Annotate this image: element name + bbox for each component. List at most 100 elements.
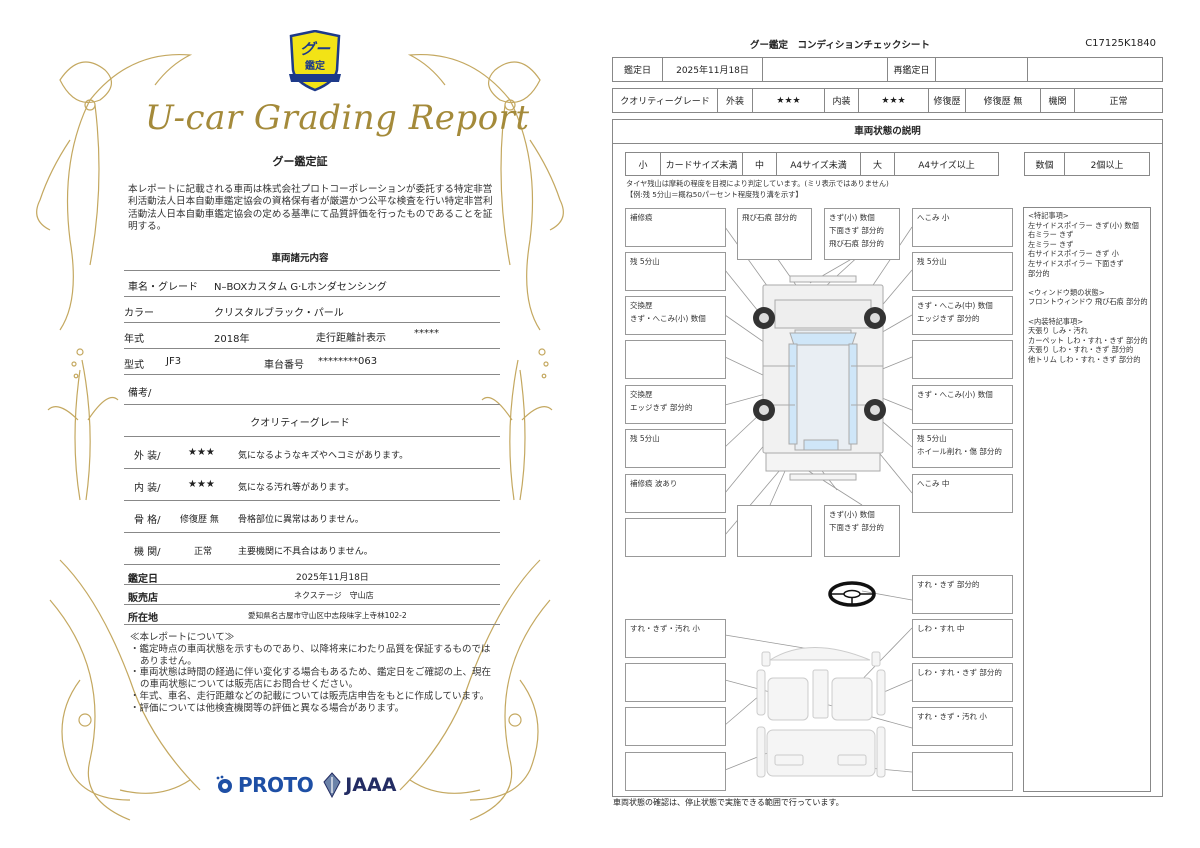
condition-text: エッジきず 部分的 bbox=[917, 314, 980, 323]
info-value: 愛知県名古屋市守山区中志段味字上寺林102-2 bbox=[248, 611, 407, 620]
condition-box-left-rear-door: 交換歴 エッジきず 部分的 bbox=[625, 385, 726, 424]
condition-text: 下面きず 部分的 bbox=[829, 226, 884, 235]
condition-box-right-trim: しわ・すれ・きず 部分的 bbox=[912, 663, 1013, 702]
legend-small-desc: カードサイズ未満 bbox=[661, 153, 743, 175]
remarks-heading: <内装特記事項> bbox=[1028, 316, 1084, 326]
quality-grade: ★★★ bbox=[188, 479, 215, 490]
grading-certificate: グー 鑑定 U-car Grading Report グー鑑定証 本レポートに記… bbox=[36, 29, 564, 821]
grade-row: クオリティーグレード 外装 ★★★ 内装 ★★★ 修復歴 修復歴 無 機関 正常 bbox=[612, 88, 1163, 113]
condition-box-left-front-door: 交換歴 きず・へこみ(小) 数個 bbox=[625, 296, 726, 335]
svg-text:鑑定: 鑑定 bbox=[305, 59, 325, 72]
condition-box-right-rear-fender: へこみ 中 bbox=[912, 474, 1013, 513]
condition-text: 残 5分山 bbox=[917, 434, 947, 443]
condition-box-front-bumper: きず(小) 数個 下面きず 部分的 飛び石痕 部分的 bbox=[824, 208, 900, 260]
condition-text: しわ・すれ 中 bbox=[917, 624, 965, 633]
spacer bbox=[1028, 307, 1146, 317]
check-sheet-code: C17125K1840 bbox=[1085, 38, 1156, 49]
note-item: ・車両状態は時間の経過に伴い変化する場合もあるため、鑑定日をご確認の上、現在の車… bbox=[130, 667, 492, 691]
spec-label: 車名・グレード bbox=[128, 282, 198, 293]
spec-value: ********063 bbox=[318, 356, 378, 367]
condition-text: へこみ 小 bbox=[917, 213, 950, 222]
jaaa-logo-text: JAAA bbox=[345, 774, 397, 796]
exterior-label: 外装 bbox=[718, 89, 753, 112]
quality-desc: 気になる汚れ等があります。 bbox=[238, 483, 355, 493]
condition-box-right-rear-door: きず・へこみ(小) 数個 bbox=[912, 385, 1013, 424]
steering-wheel-icon bbox=[828, 581, 876, 607]
condition-text: へこみ 中 bbox=[917, 479, 950, 488]
spec-label: 年式 bbox=[124, 334, 144, 345]
condition-box-left-front-fender: 補修痕 bbox=[625, 208, 726, 247]
spec-label: カラー bbox=[124, 308, 154, 319]
condition-text: すれ・きず・汚れ 小 bbox=[917, 712, 987, 721]
condition-box-ceiling: すれ・きず・汚れ 小 bbox=[625, 619, 726, 658]
info-row-address: 所在地 愛知県名古屋市守山区中志段味字上寺林102-2 bbox=[124, 604, 500, 624]
jaaa-mark-icon bbox=[323, 772, 341, 798]
remarks-item: フロントウィンドウ 飛び石痕 部分的 bbox=[1028, 297, 1148, 307]
spec-row-color: カラー クリスタルブラック・パール bbox=[124, 296, 500, 322]
condition-text: きず・へこみ(小) 数個 bbox=[917, 390, 993, 399]
check-sheet-title: グー鑑定 コンディションチェックシート bbox=[750, 40, 930, 51]
quality-row: 骨 格/ 修復歴 無 骨格部位に異常はありません。 bbox=[124, 500, 500, 532]
spec-value: N–BOXカスタム G·Lホンダセンシング bbox=[214, 282, 387, 293]
condition-text: ホイール削れ・傷 部分的 bbox=[917, 447, 1002, 456]
info-label: 販売店 bbox=[128, 593, 158, 604]
legend-medium: 中 bbox=[743, 153, 777, 175]
condition-box-carpet bbox=[912, 752, 1013, 791]
spec-label: 備考/ bbox=[128, 388, 152, 399]
interior-value: ★★★ bbox=[859, 89, 929, 112]
condition-text: 飛び石痕 部分的 bbox=[742, 213, 797, 222]
engine-value: 正常 bbox=[1109, 97, 1128, 107]
redate-value bbox=[936, 58, 1028, 81]
condition-box-right-front-door: きず・へこみ(中) 数個 エッジきず 部分的 bbox=[912, 296, 1013, 335]
quality-row: 機 関/ 正常 主要機関に不具合はありません。 bbox=[124, 532, 500, 564]
condition-text: 残 5分山 bbox=[630, 257, 660, 266]
quality-label: 外 装/ bbox=[134, 451, 161, 462]
condition-box-left-front-tire: 残 5分山 bbox=[625, 252, 726, 291]
condition-text: すれ・きず 部分的 bbox=[917, 580, 980, 589]
spec-label: 走行距離計表示 bbox=[316, 333, 386, 344]
condition-text: しわ・すれ・きず 部分的 bbox=[917, 668, 1002, 677]
spec-row-model: 型式 JF3 車台番号 ********063 bbox=[124, 348, 500, 374]
notes-heading: ≪本レポートについて≫ bbox=[130, 632, 235, 643]
condition-text: きず(小) 数個 bbox=[829, 213, 875, 222]
condition-text: 飛び石痕 部分的 bbox=[829, 239, 884, 248]
report-script-title: U-car Grading Report bbox=[145, 98, 530, 138]
condition-text: きず(小) 数個 bbox=[829, 510, 875, 519]
condition-box-bonnet: 飛び石痕 部分的 bbox=[737, 208, 812, 260]
spec-row-remarks: 備考/ bbox=[124, 374, 500, 404]
condition-box-left-rear-tire: 残 5分山 bbox=[625, 429, 726, 468]
grade-label: クオリティーグレード bbox=[613, 89, 718, 112]
condition-text: 補修痕 bbox=[630, 213, 653, 222]
legend-small: 小 bbox=[626, 153, 661, 175]
certificate-title: グー鑑定証 bbox=[272, 155, 328, 168]
note-item: ・評価については他検査機関等の評価と異なる場合があります。 bbox=[130, 702, 405, 714]
redate-label: 再鑑定日 bbox=[888, 58, 936, 81]
quality-desc: 骨格部位に異常はありません。 bbox=[238, 515, 364, 525]
engine-label: 機関 bbox=[1041, 89, 1075, 112]
condition-text: 下面きず 部分的 bbox=[829, 523, 884, 532]
note-item: ・鑑定時点の車両状態を示すものであり、以降将来にわたり品質を保証するものではあり… bbox=[130, 643, 491, 667]
condition-box-console: すれ・きず・汚れ 小 bbox=[912, 707, 1013, 746]
remarks-item: 左サイドスポイラー 下面きず bbox=[1028, 258, 1124, 268]
date-value: 2025年11月18日 bbox=[663, 58, 763, 81]
legend-several-desc: 2個以上 bbox=[1090, 160, 1124, 171]
quality-grade: 正常 bbox=[194, 547, 213, 557]
condition-box-rear-bumper: きず(小) 数個 下面きず 部分的 bbox=[824, 505, 900, 557]
condition-box-back-door bbox=[737, 505, 812, 557]
info-label: 所在地 bbox=[128, 613, 158, 624]
legend-several: 数個 bbox=[1025, 153, 1065, 175]
condition-box-passenger-seat bbox=[625, 663, 726, 702]
spec-row-mileage: 走行距離計表示 ***** bbox=[124, 322, 500, 348]
quality-desc: 気になるようなキズやヘコミがあります。 bbox=[238, 451, 409, 461]
divider bbox=[124, 404, 500, 405]
info-row-date: 鑑定日 2025年11月18日 bbox=[124, 564, 500, 585]
remarks-item: 右サイドスポイラー きず 小 bbox=[1028, 249, 1119, 259]
tire-icon bbox=[753, 307, 886, 421]
info-label: 鑑定日 bbox=[128, 574, 158, 585]
condition-box-left-rear-side bbox=[625, 518, 726, 557]
vehicle-spec-title: 車両諸元内容 bbox=[271, 253, 329, 264]
quality-label: 機 関/ bbox=[134, 547, 161, 558]
footer-note: 車両状態の確認は、停止状態で実施できる範囲で行っています。 bbox=[613, 798, 844, 807]
goo-kantei-badge-icon: グー 鑑定 bbox=[287, 29, 343, 92]
spec-value: 2018年 bbox=[214, 334, 250, 345]
